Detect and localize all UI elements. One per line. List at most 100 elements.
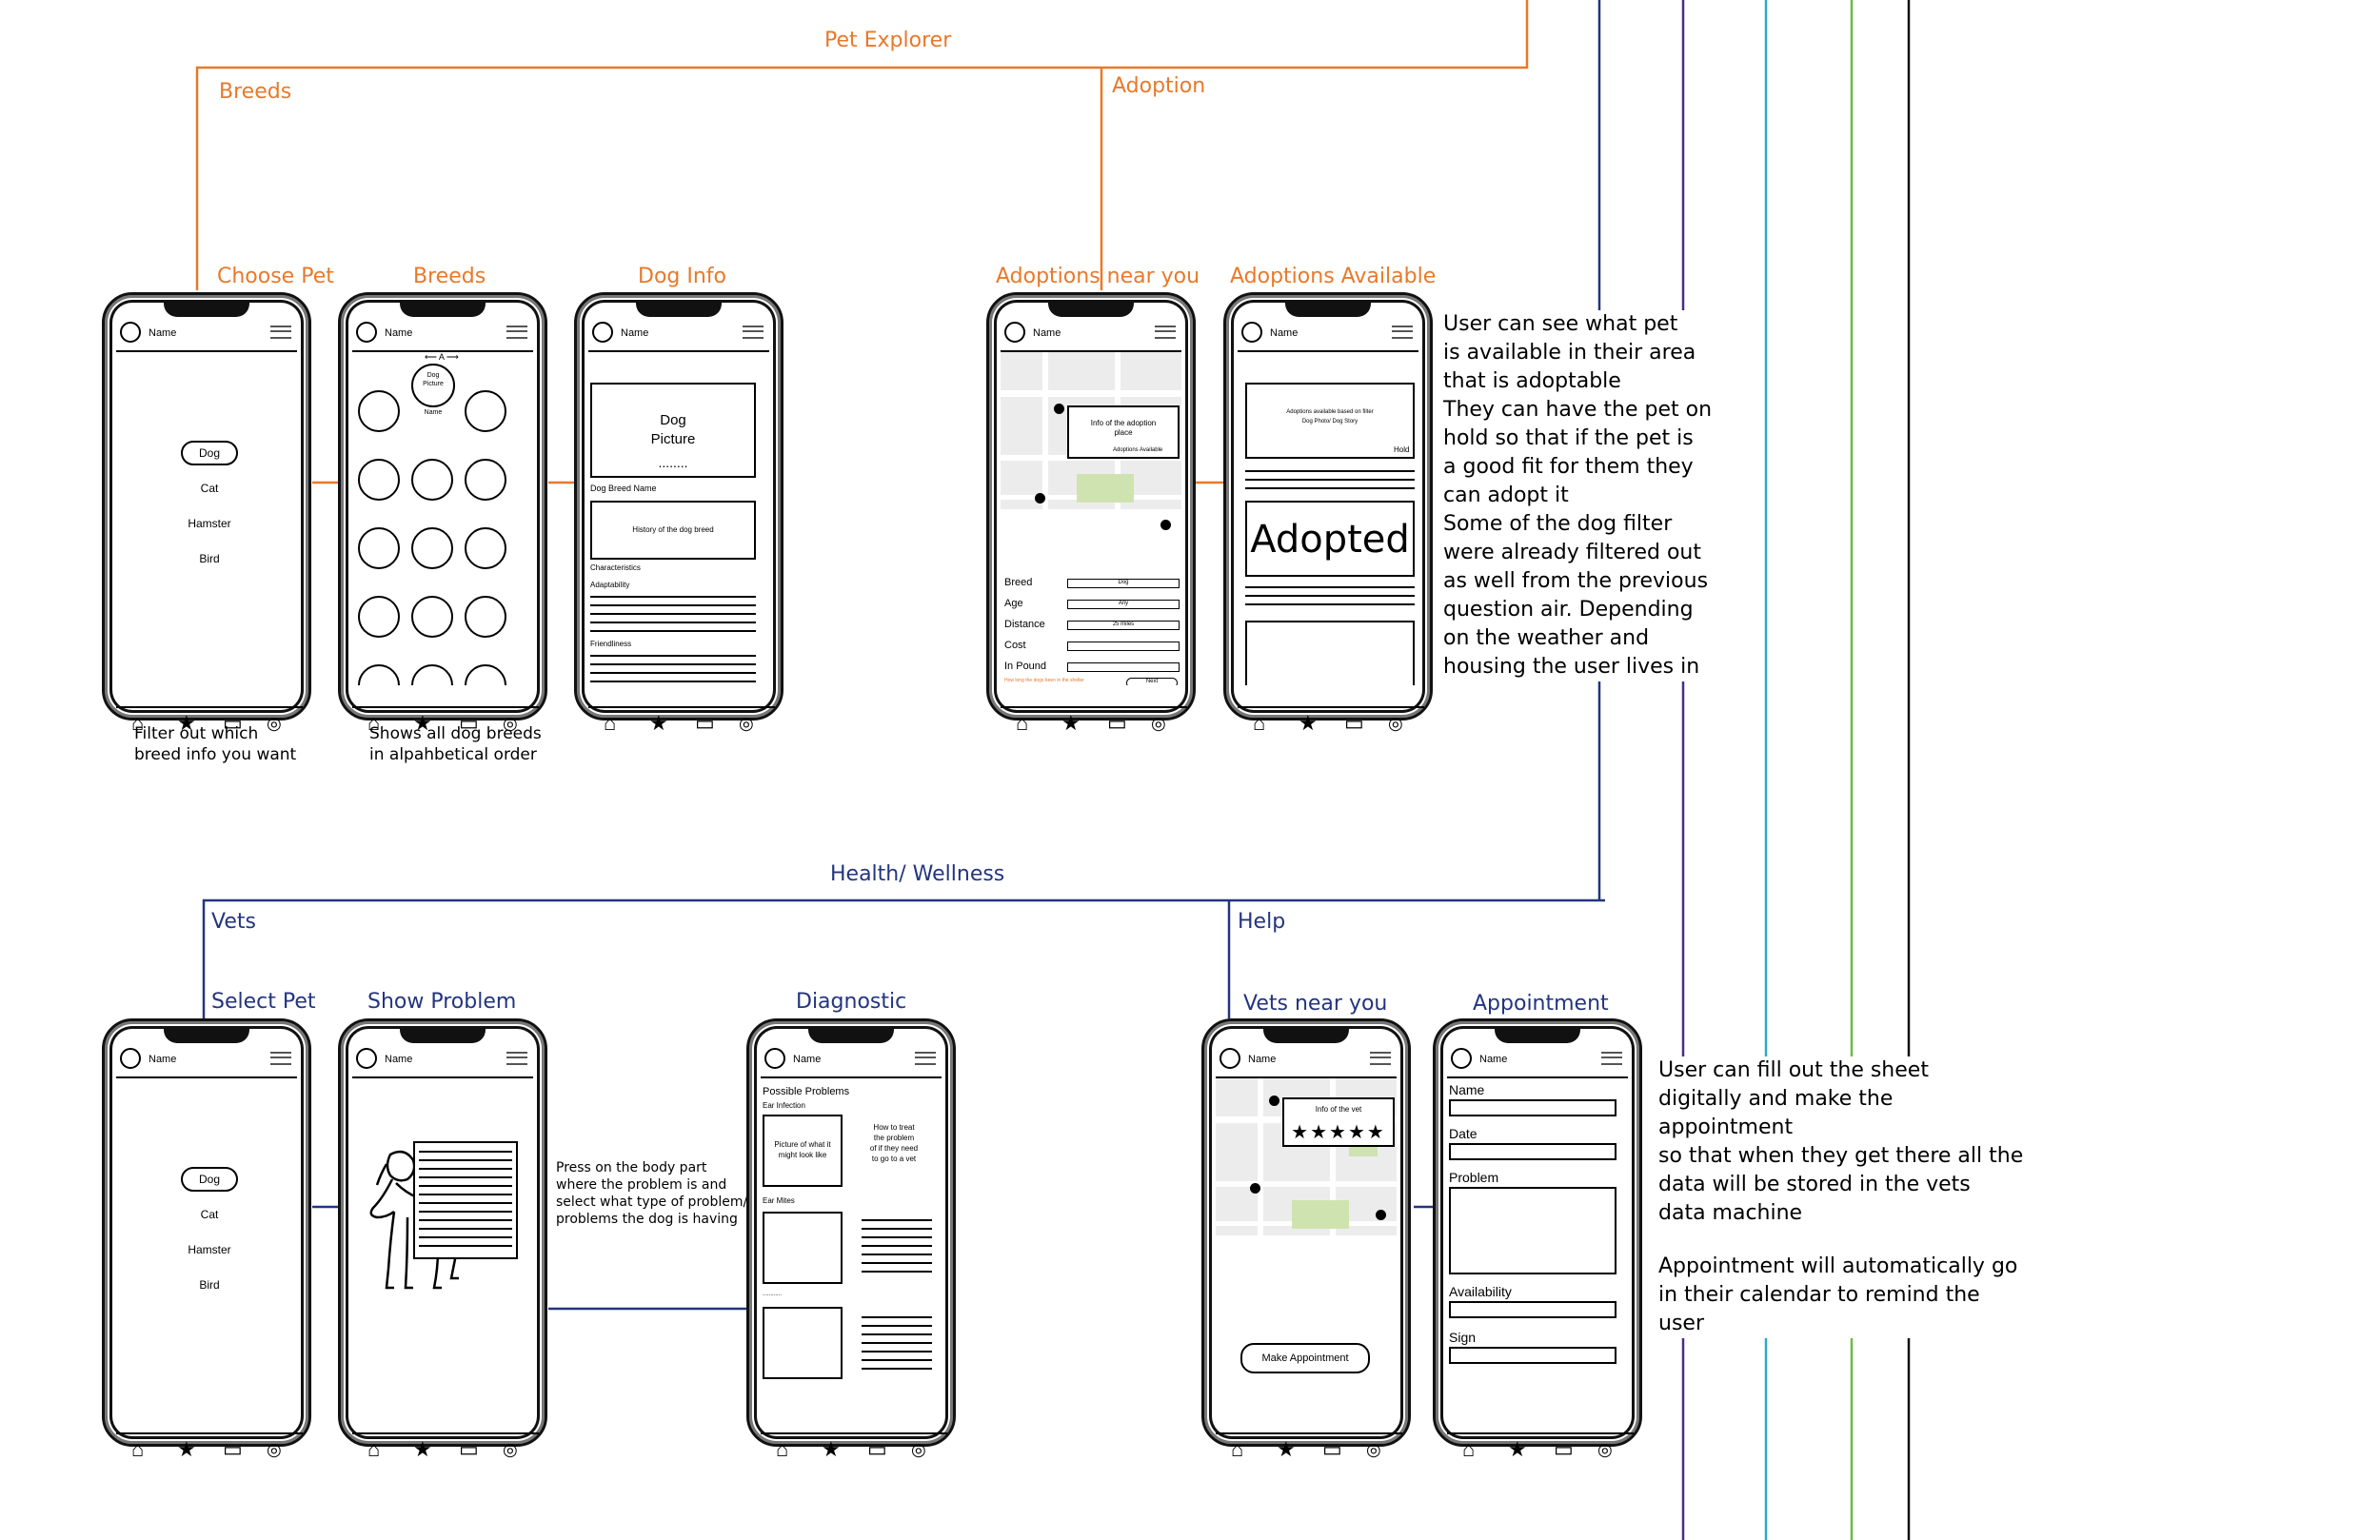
pet-explorer-line [195,0,1529,290]
star-icon[interactable]: ★ [1277,1437,1296,1461]
menu-icon[interactable] [270,326,291,339]
avatar[interactable] [120,1048,141,1069]
avatar[interactable] [356,322,377,343]
make-appointment-button[interactable]: Make Appointment [1240,1343,1370,1373]
square-icon[interactable]: ▭ [695,711,715,735]
sign-field[interactable] [1449,1347,1616,1364]
menu-icon[interactable] [1601,1052,1622,1065]
star-icon[interactable]: ★ [1061,711,1081,735]
square-icon[interactable]: ▭ [459,1437,479,1461]
option-bird[interactable]: Bird [199,1278,220,1292]
home-icon[interactable]: ⌂ [776,1437,789,1461]
home-icon[interactable]: ⌂ [367,1437,381,1461]
vet-popup[interactable] [1282,1097,1395,1147]
hold-button[interactable]: Hold [1394,445,1410,454]
filter-input[interactable]: Dog [1067,579,1180,588]
map-pin[interactable] [1269,1096,1279,1106]
profile-icon[interactable]: ◎ [911,1440,926,1459]
note-adoption-line: were already filtered out [1443,541,1701,564]
availability-field[interactable] [1449,1301,1616,1318]
square-icon[interactable]: ▭ [459,711,479,735]
star-icon[interactable]: ★ [1299,711,1318,735]
map-pin[interactable] [1054,404,1064,414]
star-icon[interactable]: ★ [177,1437,196,1461]
square-icon[interactable]: ▭ [223,711,243,735]
profile-icon[interactable]: ◎ [267,1440,282,1459]
avatar[interactable] [1451,1048,1472,1069]
home-icon[interactable]: ⌂ [604,711,617,735]
alphabet-nav[interactable]: ⟵ A ⟶ [425,352,459,362]
home-icon[interactable]: ⌂ [1462,1437,1476,1461]
map-pin[interactable] [1035,493,1045,503]
avatar[interactable] [1004,322,1025,343]
option-cat[interactable]: Cat [200,1208,219,1221]
breed-picture[interactable] [411,364,455,407]
star-icon[interactable]: ★ [649,711,668,735]
home-icon[interactable]: ⌂ [1231,1437,1244,1461]
option-dog[interactable]: Dog [181,441,238,465]
square-icon[interactable]: ▭ [1322,1437,1342,1461]
profile-icon[interactable]: ◎ [267,714,282,733]
star-icon[interactable]: ★ [822,1437,841,1461]
option-dog[interactable]: Dog [181,1167,238,1192]
filter-input[interactable] [1067,662,1180,672]
menu-icon[interactable] [506,326,527,339]
avatar[interactable] [592,322,613,343]
star-icon[interactable]: ★ [177,711,196,735]
filter-input[interactable] [1067,642,1180,651]
avatar[interactable] [1220,1048,1240,1069]
home-icon[interactable]: ⌂ [1253,711,1266,735]
menu-icon[interactable] [1155,326,1176,339]
square-icon[interactable]: ▭ [1554,1437,1574,1461]
avatar[interactable] [356,1048,377,1069]
avatar[interactable] [1241,322,1262,343]
profile-icon[interactable]: ◎ [1597,1440,1613,1459]
profile-icon[interactable]: ◎ [739,714,754,733]
option-cat[interactable]: Cat [200,482,219,495]
menu-icon[interactable] [743,326,764,339]
menu-icon[interactable] [1370,1052,1391,1065]
map-pin[interactable] [1376,1210,1386,1220]
adoption-popup[interactable] [1067,405,1180,459]
home-icon[interactable]: ⌂ [131,711,145,735]
option-hamster[interactable]: Hamster [188,1243,231,1256]
map-pin[interactable] [1160,520,1171,530]
option-hamster[interactable]: Hamster [188,517,231,530]
date-field[interactable] [1449,1143,1616,1160]
profile-icon[interactable]: ◎ [1366,1440,1381,1459]
square-icon[interactable]: ▭ [1344,711,1364,735]
bottom-nav: ⌂ ★ ▭ ◎ [116,706,303,740]
home-icon[interactable]: ⌂ [131,1437,145,1461]
filter-input[interactable]: 25 miles [1067,621,1180,630]
home-icon[interactable]: ⌂ [1016,711,1029,735]
star-icon[interactable]: ★ [413,1437,432,1461]
menu-icon[interactable] [1392,326,1413,339]
star-icon[interactable]: ★ [413,711,432,735]
note-adoption-line: housing the user lives in [1443,655,1700,679]
option-bird[interactable]: Bird [199,552,220,565]
home-icon[interactable]: ⌂ [367,711,381,735]
name-field[interactable] [1449,1099,1616,1116]
square-icon[interactable]: ▭ [1107,711,1127,735]
problem-field[interactable] [1449,1187,1616,1274]
avatar[interactable] [120,322,141,343]
profile-icon[interactable]: ◎ [1151,714,1166,733]
phone-select-pet: Name Dog Cat Hamster Bird ⌂★▭◎ [102,1018,311,1461]
menu-icon[interactable] [915,1052,936,1065]
menu-icon[interactable] [506,1052,527,1065]
adoption-card[interactable] [1245,621,1415,685]
filter-input[interactable]: Any [1067,600,1180,609]
profile-icon[interactable]: ◎ [503,1440,518,1459]
adoption-map[interactable] [1001,352,1181,509]
adoptions-available-link[interactable]: Adoptions Available [1113,447,1163,453]
profile-icon[interactable]: ◎ [503,714,518,733]
avatar[interactable] [764,1048,785,1069]
profile-icon[interactable]: ◎ [1388,714,1403,733]
map-pin[interactable] [1250,1183,1260,1194]
menu-icon[interactable] [270,1052,291,1065]
star-icon[interactable]: ★ [1508,1437,1527,1461]
next-button[interactable]: Next [1126,678,1178,685]
square-icon[interactable]: ▭ [867,1437,887,1461]
square-icon[interactable]: ▭ [223,1437,243,1461]
adoption-card[interactable] [1245,383,1415,459]
